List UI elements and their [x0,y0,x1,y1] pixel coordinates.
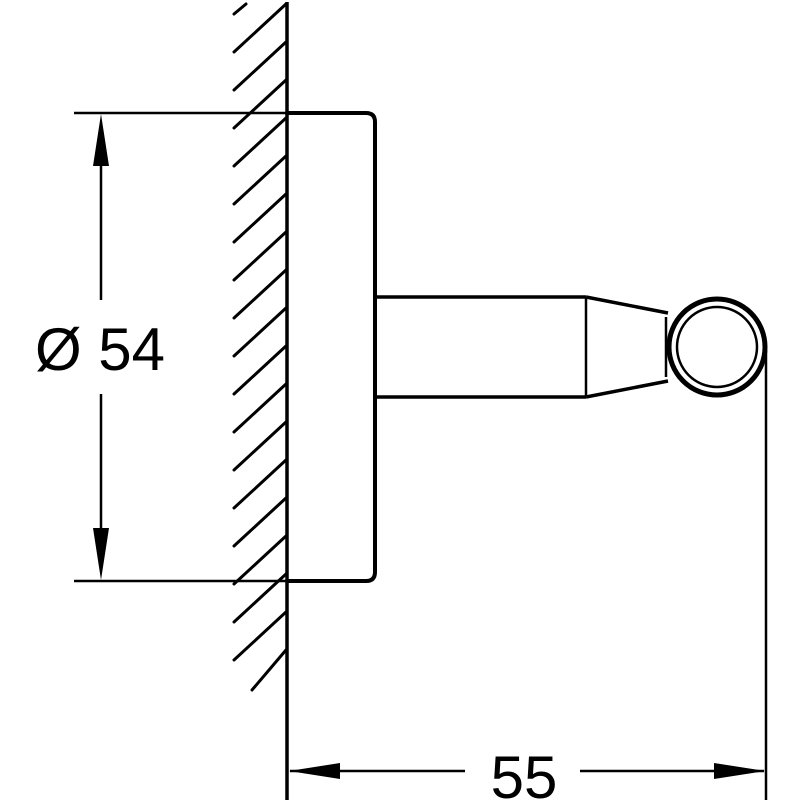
diameter-dimension: Ø 54 [35,114,165,580]
projection-label: 55 [491,744,558,800]
arrow-right-icon [714,763,765,779]
diameter-label: Ø 54 [35,316,165,383]
hook-ring [666,296,768,398]
arrow-up-icon [93,114,109,166]
rosette-base [287,111,377,583]
wall-hatching [232,2,288,692]
arrow-left-icon [289,763,340,779]
projection-dimension: 55 [289,744,765,800]
hook-arm [375,295,669,399]
arrow-down-icon [93,528,109,580]
